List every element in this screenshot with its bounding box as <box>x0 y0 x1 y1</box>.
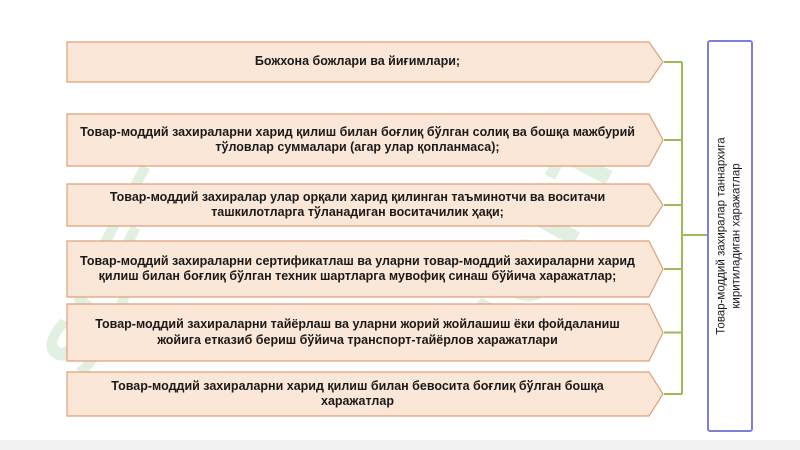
cost-item-text: Товар-моддий захиралар улар орқали харид… <box>109 189 606 220</box>
chevron-shape <box>66 371 664 417</box>
cost-item-6: Товар-моддий захираларни харид қилиш бил… <box>66 371 664 417</box>
summary-box: Товар-моддий захиралар таннархига кирити… <box>707 40 753 432</box>
summary-text: Товар-моддий захиралар таннархига кирити… <box>715 137 745 334</box>
slide-bottom-bar <box>0 440 800 450</box>
summary-line-1: Товар-моддий захиралар таннархига <box>716 137 729 335</box>
cost-item-3: Товар-моддий захиралар улар орқали харид… <box>66 183 664 227</box>
chevron-shape <box>66 113 664 167</box>
cost-item-4: Товар-моддий захираларни сертификатлаш в… <box>66 240 664 298</box>
chevron-shape <box>66 303 664 362</box>
chevron-shape <box>66 41 664 83</box>
cost-item-text: Товар-моддий захираларни харид қилиш бил… <box>80 124 635 155</box>
cost-item-text: Товар-моддий захираларни сертификатлаш в… <box>80 253 635 284</box>
cost-item-text: Божхона божлари ва йиғимлари; <box>254 54 461 69</box>
chevron-shape <box>66 183 664 227</box>
chevron-shape <box>66 240 664 298</box>
cost-item-5: Товар-моддий захираларни тайёрлаш ва ула… <box>66 303 664 362</box>
cost-item-1: Божхона божлари ва йиғимлари; <box>66 41 664 83</box>
summary-line-2: киритиладиган харажатлар <box>731 163 744 309</box>
cost-item-text: Товар-моддий захираларни тайёрлаш ва ула… <box>95 317 620 347</box>
cost-item-2: Товар-моддий захираларни харид қилиш бил… <box>66 113 664 167</box>
cost-item-text: Товар-моддий захираларни харид қилиш бил… <box>111 378 604 409</box>
